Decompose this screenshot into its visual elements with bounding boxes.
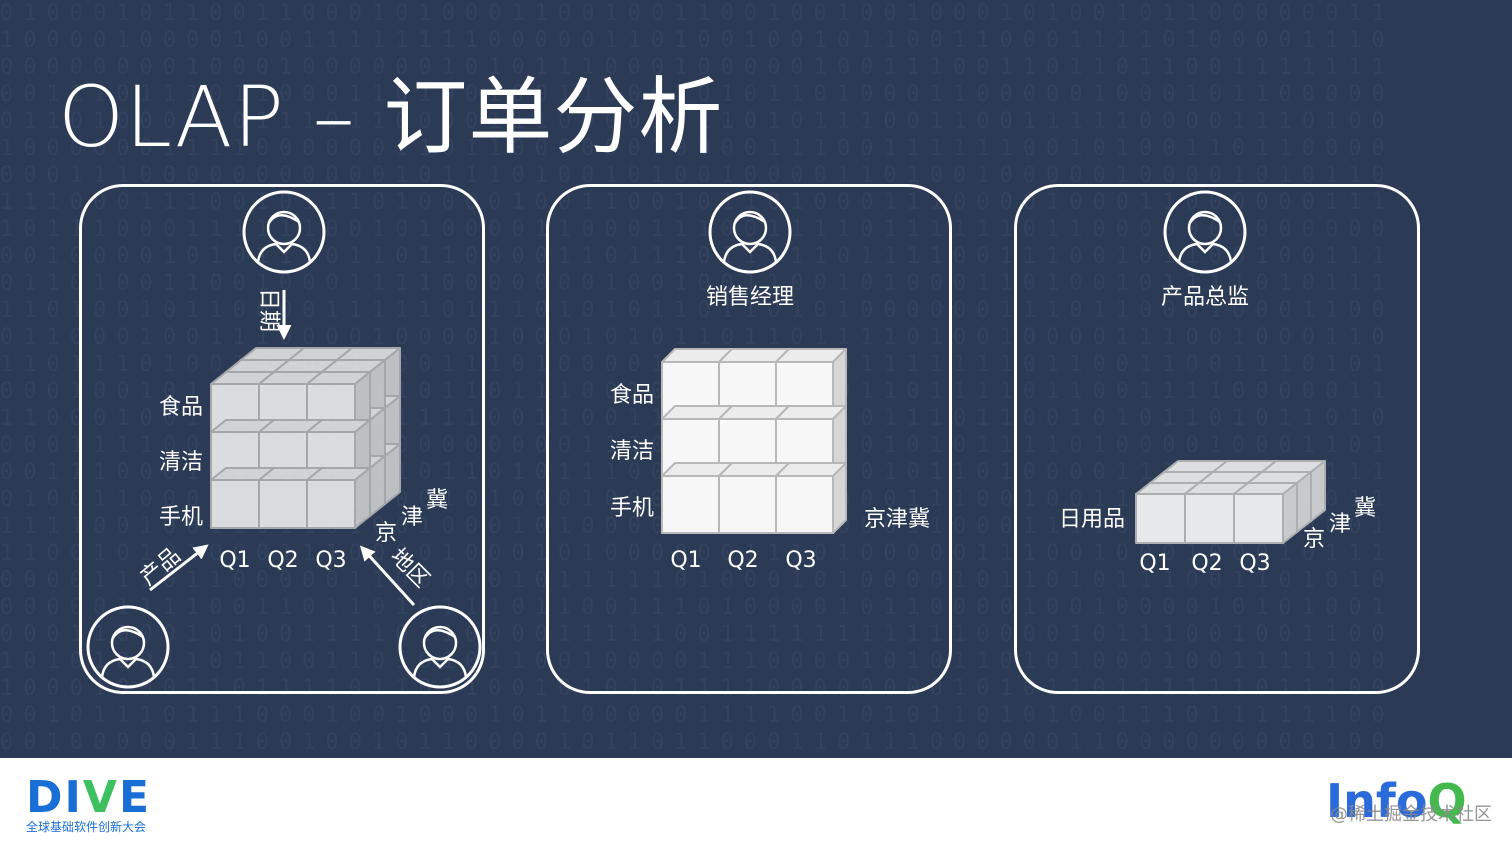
col-label: Q1 <box>219 548 250 573</box>
row-label: 食品 <box>159 395 203 420</box>
dive-subtitle: 全球基础软件创新大会 <box>26 820 147 834</box>
cube-cell-front <box>718 475 777 534</box>
diagrams: 日期 产品 地区 食品 清洁 手机 Q1 Q2 Q3 京 津 冀 销售经理 食品… <box>86 190 1376 689</box>
cube-cell-side <box>369 455 386 517</box>
cube-cell-front <box>1184 493 1235 544</box>
cube-cell-side <box>1282 482 1298 544</box>
cube-cell-side <box>1310 460 1326 522</box>
user-icon-product-director <box>1163 190 1247 274</box>
user-icon-sales-manager <box>708 190 792 274</box>
cube-cell-side <box>384 443 401 505</box>
col-label: Q1 <box>1139 551 1170 576</box>
data-cube-slice-3x3 <box>661 348 847 534</box>
arrow-product <box>149 544 209 592</box>
depth-label: 冀 <box>1354 496 1376 521</box>
col-label: Q3 <box>1239 551 1270 576</box>
col-label: Q2 <box>727 548 758 573</box>
dim-label-time: 日期 <box>256 288 281 332</box>
cube-cell-front <box>775 475 834 534</box>
depth-label: 京 <box>375 521 397 546</box>
cube-cell-front <box>1135 493 1186 544</box>
sales-manager-diagram: 销售经理 食品 清洁 手机 Q1 Q2 Q3 京津冀 <box>610 190 930 573</box>
panel-olap-cube <box>79 184 485 694</box>
depth-label: 津 <box>401 505 423 530</box>
cube-cell-side <box>1296 471 1312 533</box>
watermark: @稀土掘金技术社区 <box>1330 804 1492 825</box>
row-label: 手机 <box>159 505 203 530</box>
depth-label: 冀 <box>426 488 448 513</box>
cube-cell-front <box>661 475 720 534</box>
depth-label: 京 <box>1303 527 1325 552</box>
region-label: 京津冀 <box>864 507 930 532</box>
row-label: 食品 <box>610 383 654 408</box>
role-label: 产品总监 <box>1161 285 1249 310</box>
user-icon-product <box>86 605 170 689</box>
binary-background-pattern: 0100010110011000101000110010011001001001… <box>0 1 1395 755</box>
cube-cell-front <box>1233 493 1284 544</box>
user-icon-time <box>242 190 326 274</box>
cube-cell-side <box>832 462 847 534</box>
cube-cell-front <box>258 479 308 529</box>
cube-cell-front <box>210 479 260 529</box>
dim-label-region: 地区 <box>385 544 434 593</box>
row-label: 清洁 <box>159 450 203 475</box>
panel-product-director <box>1014 184 1420 694</box>
data-cube-3x3x3 <box>210 347 401 529</box>
row-label: 手机 <box>610 496 654 521</box>
product-director-diagram: 产品总监 日用品 Q1 Q2 Q3 京 津 冀 <box>1059 190 1376 576</box>
dim-label-product: 产品 <box>136 543 186 590</box>
slide: 0100010110011000101000110010011001001001… <box>0 0 1512 758</box>
panel-sales-manager <box>546 184 952 694</box>
row-label: 清洁 <box>610 439 654 464</box>
cube-cell-side <box>354 467 371 529</box>
col-label: Q1 <box>670 548 701 573</box>
footer: DIVE 全球基础软件创新大会 InfoQ @稀土掘金技术社区 <box>0 758 1512 845</box>
depth-label: 津 <box>1329 512 1351 537</box>
dive-logo: DIVE <box>26 772 152 823</box>
col-label: Q2 <box>267 548 298 573</box>
arrow-region <box>359 545 416 607</box>
olap-cube-diagram: 日期 产品 地区 食品 清洁 手机 Q1 Q2 Q3 京 津 冀 <box>86 190 482 689</box>
slide-title: OLAP – 订单分析 <box>58 68 724 166</box>
infoq-logo: InfoQ <box>1326 774 1467 828</box>
data-cube-slice-1x3x3 <box>1135 460 1326 544</box>
col-label: Q2 <box>1191 551 1222 576</box>
col-label: Q3 <box>785 548 816 573</box>
user-icon-region <box>398 605 482 689</box>
cube-cell-front <box>306 479 356 529</box>
role-label: 销售经理 <box>706 285 794 310</box>
col-label: Q3 <box>315 548 346 573</box>
row-label: 日用品 <box>1059 507 1125 532</box>
